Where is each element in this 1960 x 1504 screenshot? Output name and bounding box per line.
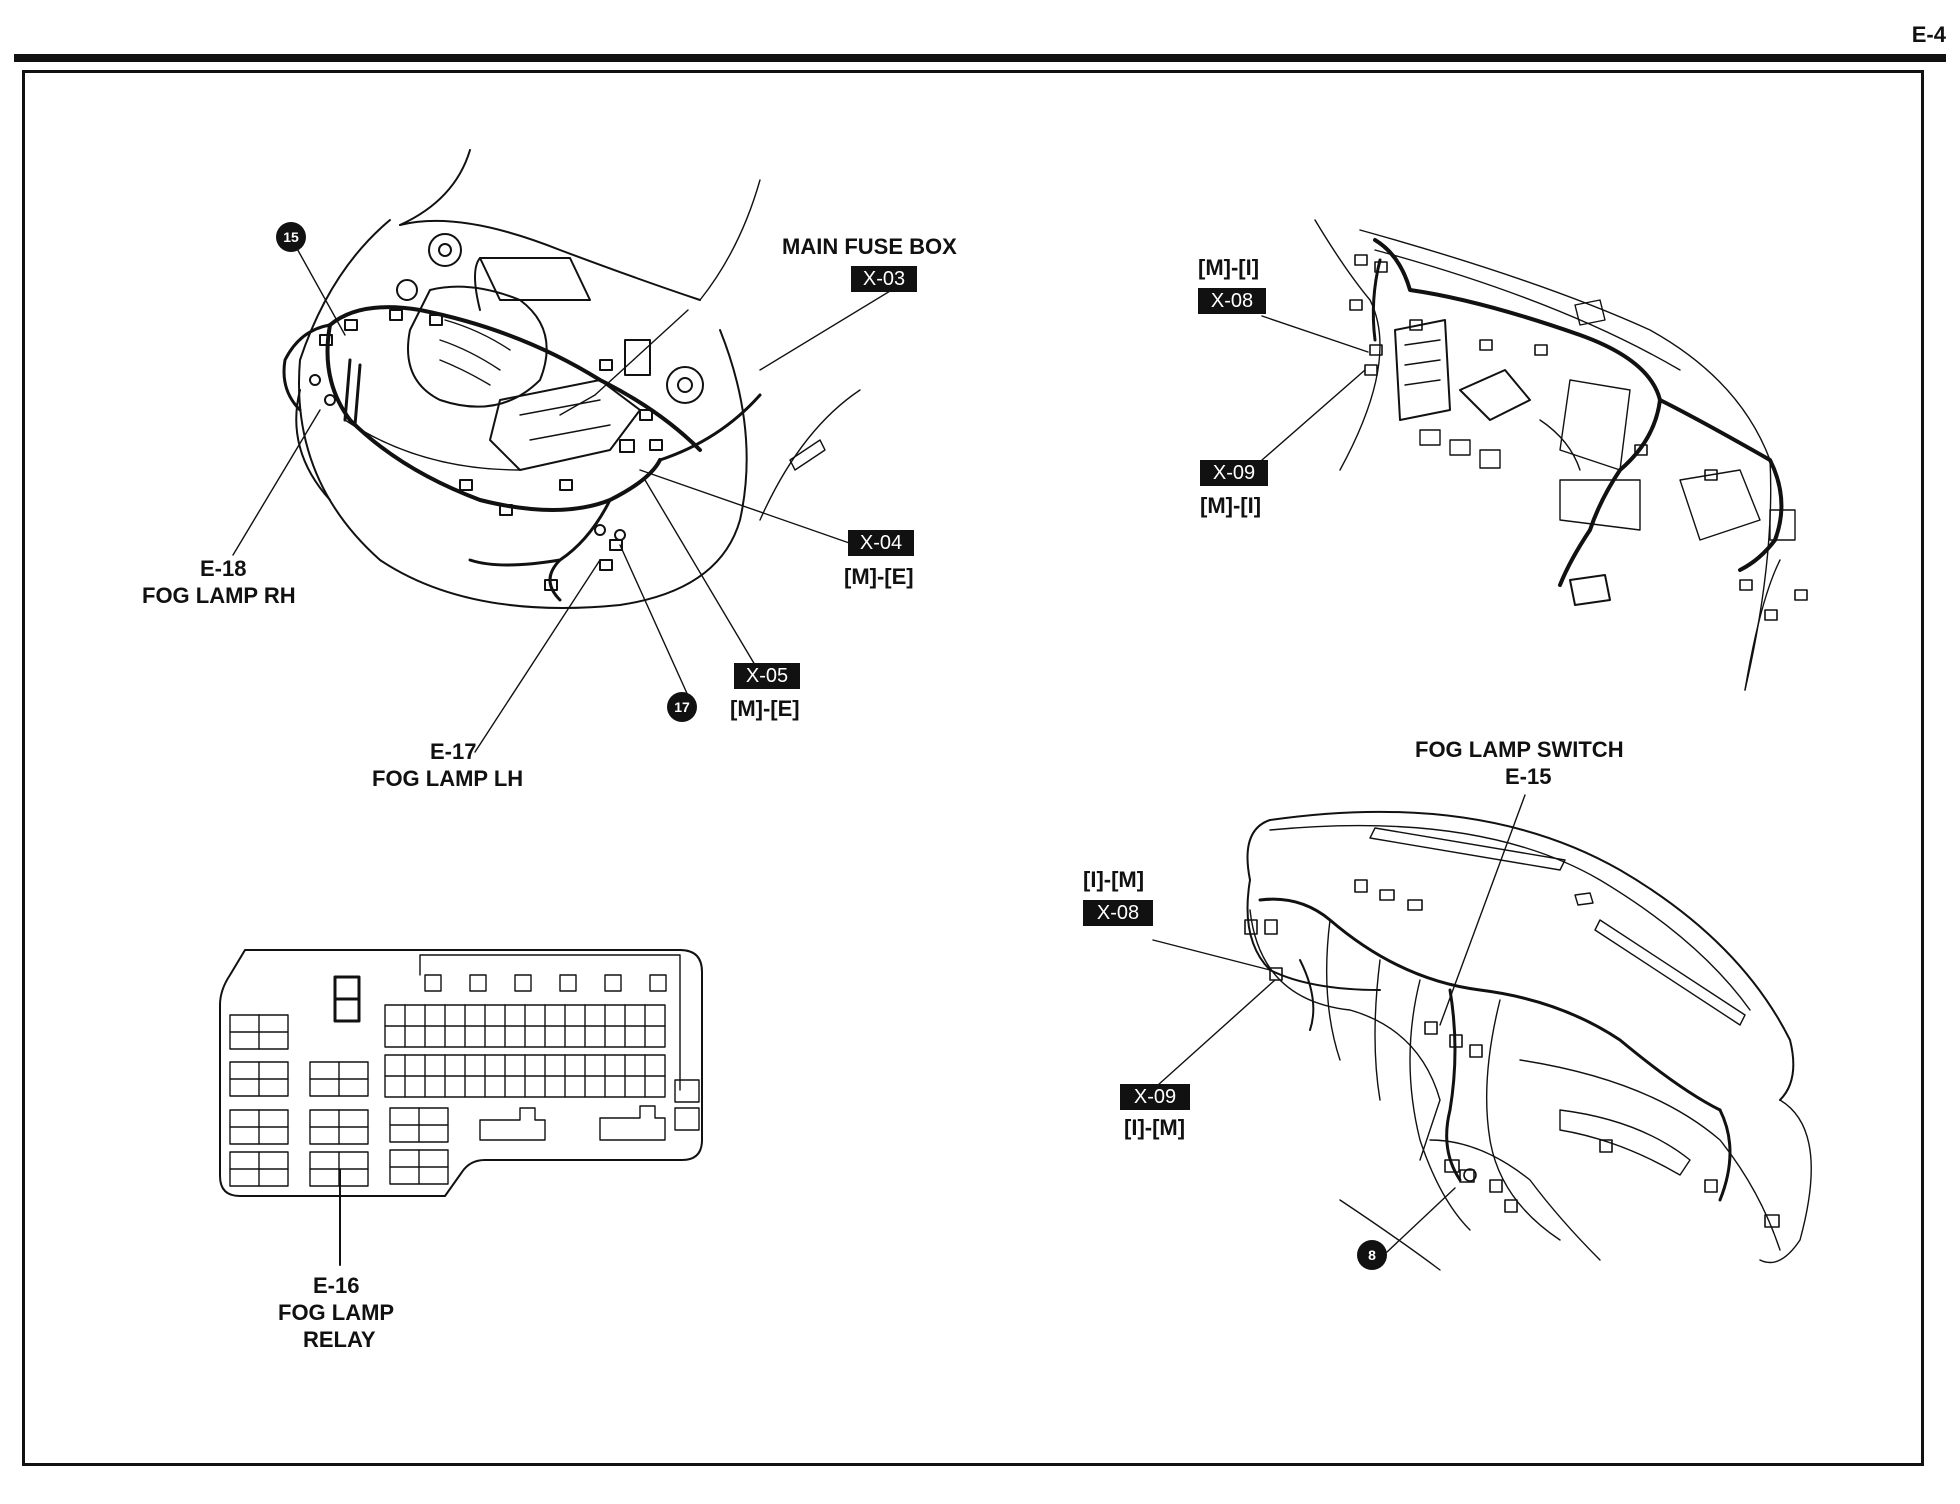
e15-code-label: E-15 <box>1505 764 1552 789</box>
br-x08-connector-tag: X-08 <box>1083 900 1153 926</box>
e17-name-label: FOG LAMP LH <box>372 766 524 791</box>
e16-name-line2: RELAY <box>303 1327 376 1352</box>
e18-name-label: FOG LAMP RH <box>142 583 296 608</box>
fog-lamp-switch-label: FOG LAMP SWITCH <box>1415 737 1624 762</box>
main-fuse-box-label: MAIN FUSE BOX <box>782 234 957 259</box>
page-number: E-4 <box>1911 22 1946 47</box>
instrument-harness-drawing <box>1314 219 1808 691</box>
x04-connector-tag: X-04 <box>848 530 914 556</box>
x03-connector-tag: X-03 <box>851 266 917 292</box>
x04-sub-label: [M]-[E] <box>844 564 914 589</box>
br-bot-sub-label: [I]-[M] <box>1124 1115 1186 1140</box>
tr-bot-sub-label: [M]-[I] <box>1200 493 1262 518</box>
engine-bay-leaders <box>232 244 901 753</box>
e16-name-line1: FOG LAMP <box>278 1300 395 1325</box>
br-top-sub-label: [I]-[M] <box>1083 867 1145 892</box>
tr-x09-connector-tag: X-09 <box>1200 460 1268 486</box>
ground-point-15: 15 <box>276 222 306 252</box>
instrument-leaders <box>1261 315 1369 461</box>
e16-code-label: E-16 <box>313 1273 360 1298</box>
x05-connector-tag: X-05 <box>734 663 800 689</box>
br-x09-connector-tag: X-09 <box>1120 1084 1190 1110</box>
relay-box-drawing <box>219 949 703 1197</box>
dashboard-leaders <box>1152 794 1526 1253</box>
engine-bay-drawing <box>282 149 861 609</box>
tr-top-sub-label: [M]-[I] <box>1198 255 1260 280</box>
x05-sub-label: [M]-[E] <box>730 696 800 721</box>
ground-point-8: 8 <box>1357 1240 1387 1270</box>
dashboard-drawing <box>1244 810 1812 1271</box>
e18-code-label: E-18 <box>200 556 247 581</box>
tr-x08-connector-tag: X-08 <box>1198 288 1266 314</box>
e17-code-label: E-17 <box>430 739 477 764</box>
header-rule <box>14 54 1946 62</box>
ground-point-17: 17 <box>667 692 697 722</box>
diagram-frame <box>22 70 1924 1466</box>
